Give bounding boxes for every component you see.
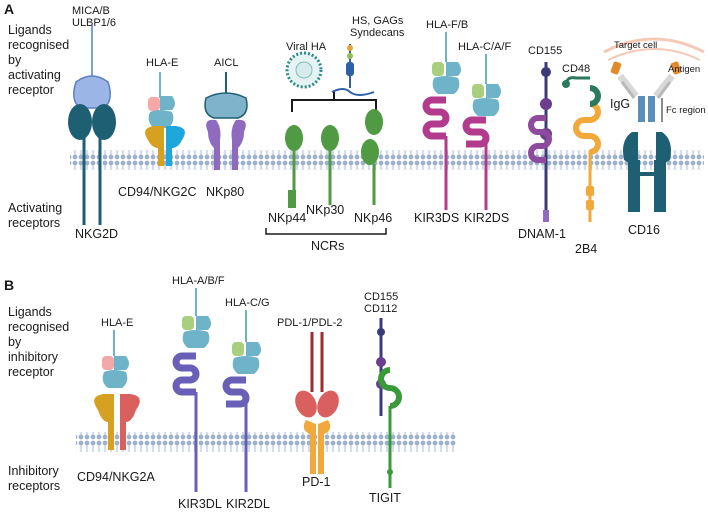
cd155-ligand-label: CD155: [528, 45, 562, 57]
svg-text:inhibitory: inhibitory: [8, 350, 59, 364]
kir2ds-label: KIR2DS: [464, 211, 509, 225]
viral-ha-label: Viral HA: [286, 41, 327, 53]
mica-ligand-shape: [73, 75, 111, 109]
pd1-receptor: [295, 332, 339, 474]
panel-b-letter: B: [4, 277, 14, 293]
nkp30-receptor: [321, 125, 339, 205]
ncr-ligand-bracket: [291, 99, 377, 112]
cell-membrane-b: [76, 432, 456, 452]
hla-e-ligand-label: HLA-E: [146, 57, 178, 69]
nkp30-label: NKp30: [306, 203, 344, 217]
target-cell-arc: [603, 37, 705, 61]
svg-text:Syndecans: Syndecans: [350, 27, 405, 39]
cd155-cd112-ligand-label: CD155 CD112: [364, 291, 398, 315]
nkg2d-label: NKG2D: [75, 227, 118, 241]
antigen-label: Antigen: [668, 64, 700, 75]
svg-text:ULBP1/6: ULBP1/6: [72, 17, 116, 29]
cd48-ligand-label: CD48: [562, 63, 590, 75]
cd94-nkg2a-receptor: [94, 330, 140, 450]
svg-text:receptors: receptors: [8, 479, 60, 493]
hs-gags-label: HS, GAGs Syndecans: [350, 15, 405, 39]
viral-ha-icon: [285, 51, 323, 89]
nkp44-receptor: [285, 125, 303, 208]
pdl-ligand-label: PDL-1/PDL-2: [277, 317, 342, 329]
panel-b-ligand-side-label: Ligands recognised by inhibitory recepto…: [8, 305, 69, 379]
svg-text:receptors: receptors: [8, 216, 60, 230]
mica-ulbp-ligand-label: MICA/B ULBP1/6: [72, 5, 116, 29]
hla-fb-ligand-label: HLA-F/B: [426, 19, 468, 31]
fc-region-label: Fc region: [666, 105, 706, 116]
kir3dl-receptor: [172, 288, 211, 492]
nkp80-receptor: [204, 72, 248, 170]
svg-text:Inhibitory: Inhibitory: [8, 464, 59, 478]
cell-membrane-a: [70, 150, 704, 170]
kir3ds-label: KIR3DS: [414, 211, 459, 225]
panel-a-letter: A: [4, 1, 14, 17]
svg-text:activating: activating: [8, 68, 61, 82]
ncrs-label: NCRs: [311, 239, 344, 253]
aicl-ligand-label: AICL: [214, 57, 238, 69]
cd2b4-receptor: [562, 76, 601, 222]
svg-text:MICA/B: MICA/B: [72, 5, 110, 17]
svg-text:Activating: Activating: [8, 201, 62, 215]
cd16-label: CD16: [628, 223, 660, 237]
nkp44-label: NKp44: [268, 211, 306, 225]
kir2dl-receptor: [222, 310, 261, 492]
panel-a-ligand-side-label: Ligands recognised by activating recepto…: [8, 23, 69, 97]
cd94-nkg2c-label: CD94/NKG2C: [118, 185, 197, 199]
tigit-receptor: [376, 318, 402, 488]
igg-label: IgG: [610, 97, 630, 111]
tigit-label: TIGIT: [369, 491, 401, 505]
svg-text:CD112: CD112: [364, 303, 397, 315]
svg-text:receptor: receptor: [8, 83, 54, 97]
igg-antibody-icon: [617, 73, 675, 122]
svg-text:by: by: [8, 335, 22, 349]
cd94-nkg2a-label: CD94/NKG2A: [77, 470, 155, 484]
svg-text:receptor: receptor: [8, 365, 54, 379]
cd2b4-label: 2B4: [575, 242, 597, 256]
nkp46-receptor: [361, 109, 383, 205]
hla-e-b-ligand-label: HLA-E: [101, 317, 133, 329]
hla-abf-ligand-label: HLA-A/B/F: [172, 275, 225, 287]
target-cell-label: Target cell: [614, 40, 657, 51]
kir3ds-receptor: [422, 32, 461, 210]
pd1-label: PD-1: [302, 475, 331, 489]
cd16-receptor: [623, 132, 671, 212]
panel-b-receptor-side-label: Inhibitory receptors: [8, 464, 60, 493]
nkp46-label: NKp46: [354, 211, 392, 225]
kir2dl-label: KIR2DL: [226, 497, 270, 511]
antigen-icon: [610, 61, 682, 75]
hs-gags-icon: [331, 44, 375, 96]
svg-text:recognised: recognised: [8, 320, 69, 334]
nkp80-label: NKp80: [206, 185, 244, 199]
aicl-ligand-shape: [204, 92, 248, 119]
svg-text:HS, GAGs: HS, GAGs: [352, 15, 404, 27]
dnam1-label: DNAM-1: [518, 227, 566, 241]
svg-text:Ligands: Ligands: [8, 305, 52, 319]
nkg2d-receptor: [68, 25, 116, 225]
svg-text:by: by: [8, 53, 22, 67]
panel-a-receptor-side-label: Activating receptors: [8, 201, 62, 230]
svg-text:Ligands: Ligands: [8, 23, 52, 37]
dnam1-receptor: [528, 62, 552, 222]
kir2ds-receptor: [462, 54, 501, 210]
cd94-nkg2c-receptor: [145, 72, 185, 166]
svg-text:CD155: CD155: [364, 291, 398, 303]
hla-cg-ligand-label: HLA-C/G: [225, 297, 270, 309]
hla-caf-ligand-label: HLA-C/A/F: [458, 41, 511, 53]
hla-e-light-chain: [148, 97, 160, 111]
svg-text:recognised: recognised: [8, 38, 69, 52]
ncr-bracket: [265, 228, 387, 235]
kir3dl-label: KIR3DL: [178, 497, 222, 511]
